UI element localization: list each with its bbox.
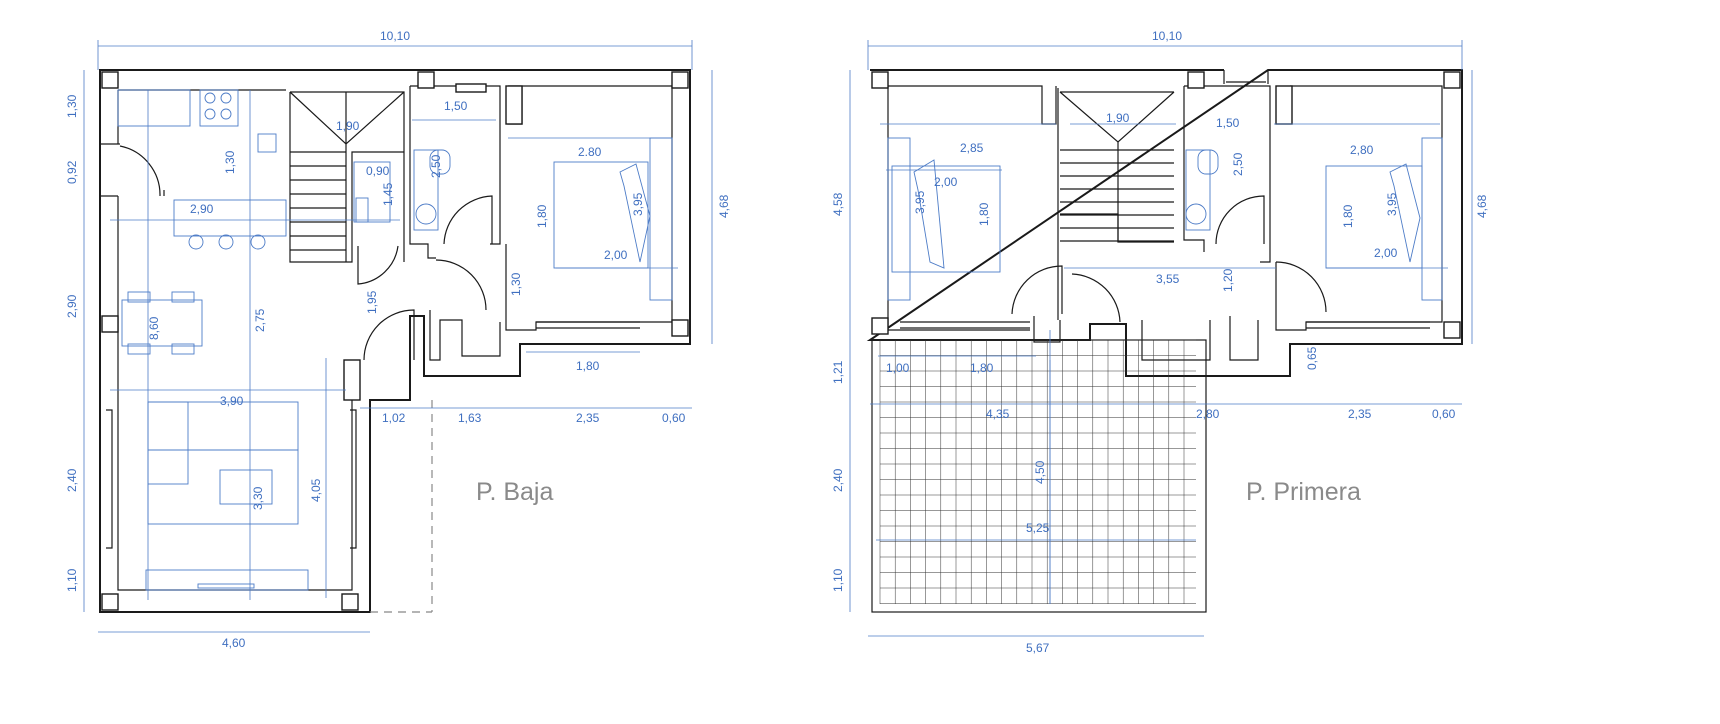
dim-room: 1,80 — [576, 359, 600, 373]
dim-room: 1,90 — [1106, 111, 1130, 125]
dim-left: 4,58 — [831, 192, 845, 216]
dim-room: 8,60 — [147, 316, 161, 340]
dim-room: 3,55 — [1156, 272, 1180, 286]
first-floor-dimensions: 10,10 4,58 1,21 2,40 1,10 4,68 4,35 2,80… — [831, 29, 1489, 655]
dim-left: 1,30 — [65, 94, 79, 118]
dim-left: 2,40 — [831, 468, 845, 492]
dim-room: 1,80 — [535, 204, 549, 228]
dim-top-total: 10,10 — [380, 29, 410, 43]
dim-bottom: 0,60 — [1432, 407, 1456, 421]
ground-floor-walls — [99, 69, 691, 613]
dim-room: 2,00 — [604, 248, 628, 262]
first-floor-title: P. Primera — [1246, 478, 1361, 506]
dim-room: 3,95 — [913, 190, 927, 214]
dim-bottom: 4,35 — [986, 407, 1010, 421]
dim-room: 0,65 — [1305, 346, 1319, 370]
dim-bottom: 2,35 — [1348, 407, 1372, 421]
dim-room: 2,75 — [253, 308, 267, 332]
dim-right: 4,68 — [717, 194, 731, 218]
dim-room: 2,90 — [190, 202, 214, 216]
dim-room: 2.80 — [578, 145, 602, 159]
first-floor-walls — [866, 69, 1463, 377]
first-floor-terrace — [871, 339, 1207, 613]
dim-room: 2,85 — [960, 141, 984, 155]
dim-bottom: 0,60 — [662, 411, 686, 425]
dim-room: 3,95 — [1385, 192, 1399, 216]
dim-bottom-total: 5,67 — [1026, 641, 1050, 655]
dim-left: 0,92 — [65, 160, 79, 184]
ground-floor-furniture — [117, 89, 673, 591]
first-floor-columns — [871, 71, 1461, 339]
dim-left: 1,10 — [65, 568, 79, 592]
first-floor-plan — [866, 69, 1463, 613]
dim-room: 1,50 — [1216, 116, 1240, 130]
dim-room: 2,00 — [934, 175, 958, 189]
dim-room: 0,90 — [366, 164, 390, 178]
ground-floor-columns — [101, 71, 689, 611]
first-floor-doors — [900, 195, 1430, 329]
dim-left: 2,90 — [65, 294, 79, 318]
dim-bottom: 2,80 — [1196, 407, 1220, 421]
dim-room: 2,50 — [429, 154, 443, 178]
ground-floor-plan — [99, 69, 691, 613]
dim-room: 1,50 — [444, 99, 468, 113]
dim-room: 2,50 — [1231, 152, 1245, 176]
dim-top-total: 10,10 — [1152, 29, 1182, 43]
ground-floor-stairs — [289, 91, 405, 262]
ground-floor-doors — [119, 145, 640, 361]
dim-room: 3,30 — [251, 486, 265, 510]
dim-room: 3,95 — [631, 192, 645, 216]
ground-floor-dimensions: 10,10 1,30 0,92 2,90 2,40 1,10 4,68 1,02… — [65, 29, 731, 650]
dim-bottom: 1,02 — [382, 411, 406, 425]
dim-room: 3,90 — [220, 394, 244, 408]
first-floor-stairs — [1060, 142, 1174, 242]
dim-left: 1,10 — [831, 568, 845, 592]
dim-room: 1,80 — [1341, 204, 1355, 228]
dim-room: 4,05 — [309, 478, 323, 502]
dim-left: 2,40 — [65, 468, 79, 492]
dim-room: 2,00 — [1374, 246, 1398, 260]
dim-room: 1,00 — [886, 361, 910, 375]
dim-room: 1,95 — [365, 290, 379, 314]
dim-room: 1,30 — [223, 150, 237, 174]
dim-bottom: 2,35 — [576, 411, 600, 425]
dim-room: 4,50 — [1033, 460, 1047, 484]
dim-room: 5,25 — [1026, 521, 1050, 535]
dim-room: 1,45 — [381, 182, 395, 206]
dim-room: 1,90 — [336, 119, 360, 133]
dim-room: 1,80 — [970, 361, 994, 375]
dim-right: 4,68 — [1475, 194, 1489, 218]
dim-bottom-total: 4,60 — [222, 636, 246, 650]
dim-bottom: 1,63 — [458, 411, 482, 425]
ground-floor-title: P. Baja — [476, 478, 553, 506]
dim-room: 1,80 — [977, 202, 991, 226]
dim-room: 2,80 — [1350, 143, 1374, 157]
dim-left: 1,21 — [831, 360, 845, 384]
dim-room: 1,20 — [1221, 268, 1235, 292]
dim-room: 1,30 — [509, 272, 523, 296]
dimension-lines — [83, 40, 1473, 637]
